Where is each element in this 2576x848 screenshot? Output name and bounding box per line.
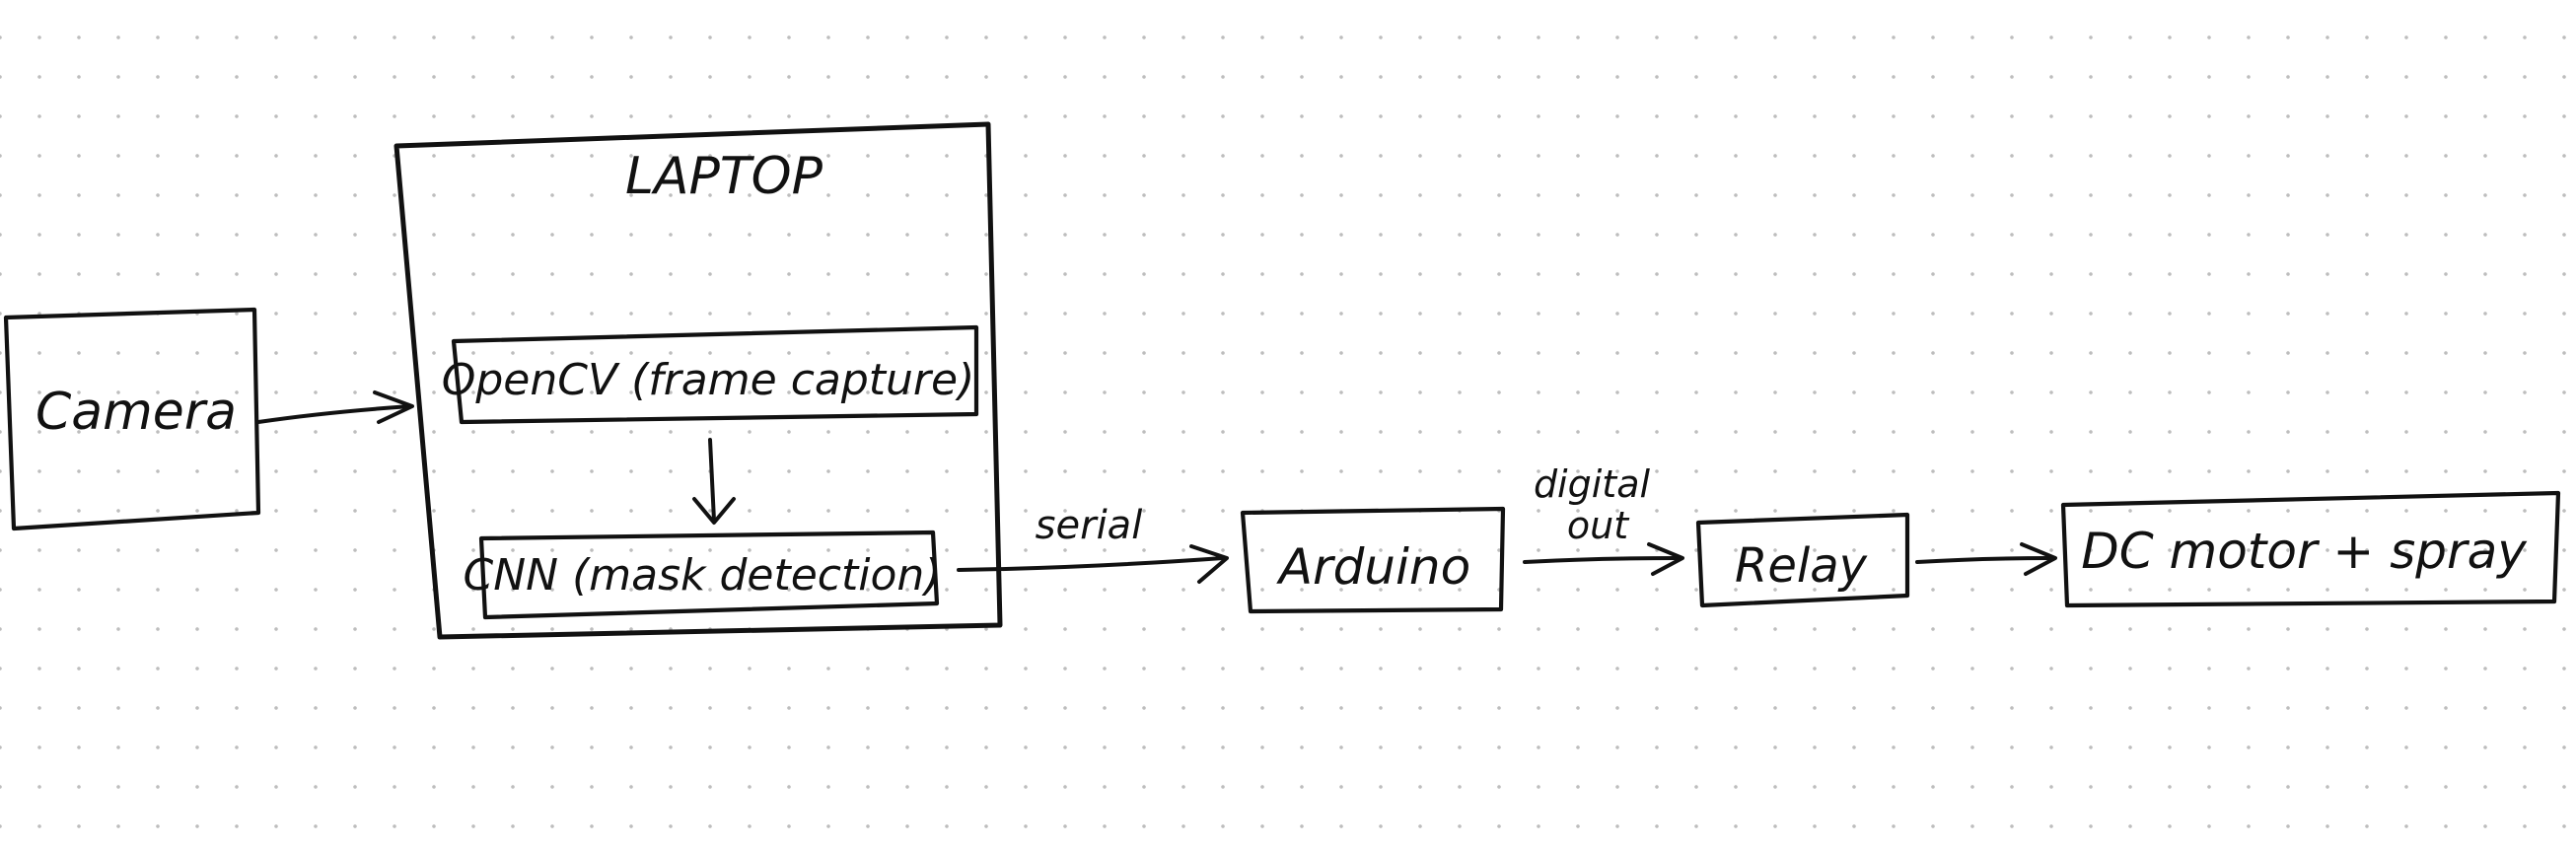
motor-node[interactable]: DC motor + spray [2060, 490, 2561, 608]
serial-edge-label: serial [1036, 503, 1143, 548]
camera-label: Camera [36, 383, 237, 442]
arrow-relay-to-motor [1915, 542, 2057, 576]
opencv-label: OpenCV (frame capture) [442, 355, 975, 405]
arduino-name: Arduino [1276, 538, 1470, 596]
arrow-laptop-to-arduino: serial [957, 503, 1229, 584]
arrow-arduino-to-relay: digital out [1523, 462, 1684, 576]
cnn-node[interactable]: CNN (mask detection) [464, 530, 942, 620]
cnn-label: CNN (mask detection) [464, 550, 942, 601]
relay-label: Relay [1735, 538, 1868, 594]
camera-node[interactable]: Camera [3, 307, 261, 531]
laptop-label: LAPTOP [625, 147, 823, 206]
relay-node[interactable]: Relay [1695, 512, 1910, 608]
digital-edge-label: digital [1534, 462, 1651, 506]
arrow-opencv-to-cnn [692, 438, 736, 525]
out-edge-label: out [1567, 504, 1630, 547]
arduino-node[interactable]: Arduino [1240, 506, 1506, 614]
laptop-node[interactable]: LAPTOP [394, 121, 1003, 640]
opencv-node[interactable]: OpenCV (frame capture) [442, 324, 979, 425]
motor-label: DC motor + spray [2081, 523, 2528, 580]
arrow-camera-to-laptop [256, 390, 414, 424]
